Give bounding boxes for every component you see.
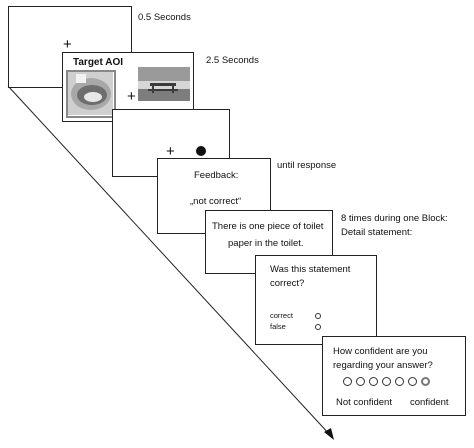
feedback-message: „not correct“ — [190, 196, 242, 207]
stimulus-fixation-cross: + — [127, 88, 136, 105]
fixation-cross: + — [63, 36, 72, 53]
block-info-line-2: Detail statement: — [341, 227, 413, 238]
statement-line-1: There is one piece of toilet — [212, 221, 324, 232]
question-screen: Was this statement correct? correct fals… — [255, 255, 377, 345]
target-aoi-box — [66, 70, 116, 118]
confidence-option-7[interactable] — [421, 377, 430, 386]
confidence-option-3[interactable] — [369, 377, 378, 386]
scale-low-label: Not confident — [336, 397, 392, 408]
feedback-title: Feedback: — [194, 170, 239, 181]
option-correct-label: correct — [270, 311, 293, 320]
confidence-option-2[interactable] — [356, 377, 365, 386]
confidence-option-5[interactable] — [395, 377, 404, 386]
statement-line-2: paper in the toilet. — [228, 238, 304, 249]
confidence-line-2: regarding your answer? — [333, 360, 433, 371]
confidence-option-1[interactable] — [343, 377, 352, 386]
question-line-2: correct? — [270, 278, 305, 289]
probe-fixation-cross: + — [166, 143, 175, 160]
probe-dot — [196, 146, 206, 156]
question-line-1: Was this statement — [270, 264, 351, 275]
duration-label-3: until response — [277, 160, 337, 171]
confidence-option-6[interactable] — [408, 377, 417, 386]
park-bench-photo — [138, 67, 190, 101]
target-aoi-label: Target AOI — [73, 57, 124, 68]
option-correct-radio[interactable] — [315, 313, 321, 319]
confidence-scale — [343, 377, 453, 387]
block-info-line-1: 8 times during one Block: — [341, 213, 448, 224]
option-false-label: false — [270, 322, 286, 331]
duration-label-1: 0.5 Seconds — [138, 12, 191, 23]
confidence-line-1: How confident are you — [333, 346, 428, 357]
duration-label-2: 2.5 Seconds — [206, 55, 259, 66]
confidence-screen: How confident are you regarding your ans… — [322, 336, 466, 416]
scale-high-label: confident — [410, 397, 449, 408]
toilet-photo — [68, 72, 113, 115]
option-false-radio[interactable] — [315, 324, 321, 330]
confidence-option-4[interactable] — [382, 377, 391, 386]
